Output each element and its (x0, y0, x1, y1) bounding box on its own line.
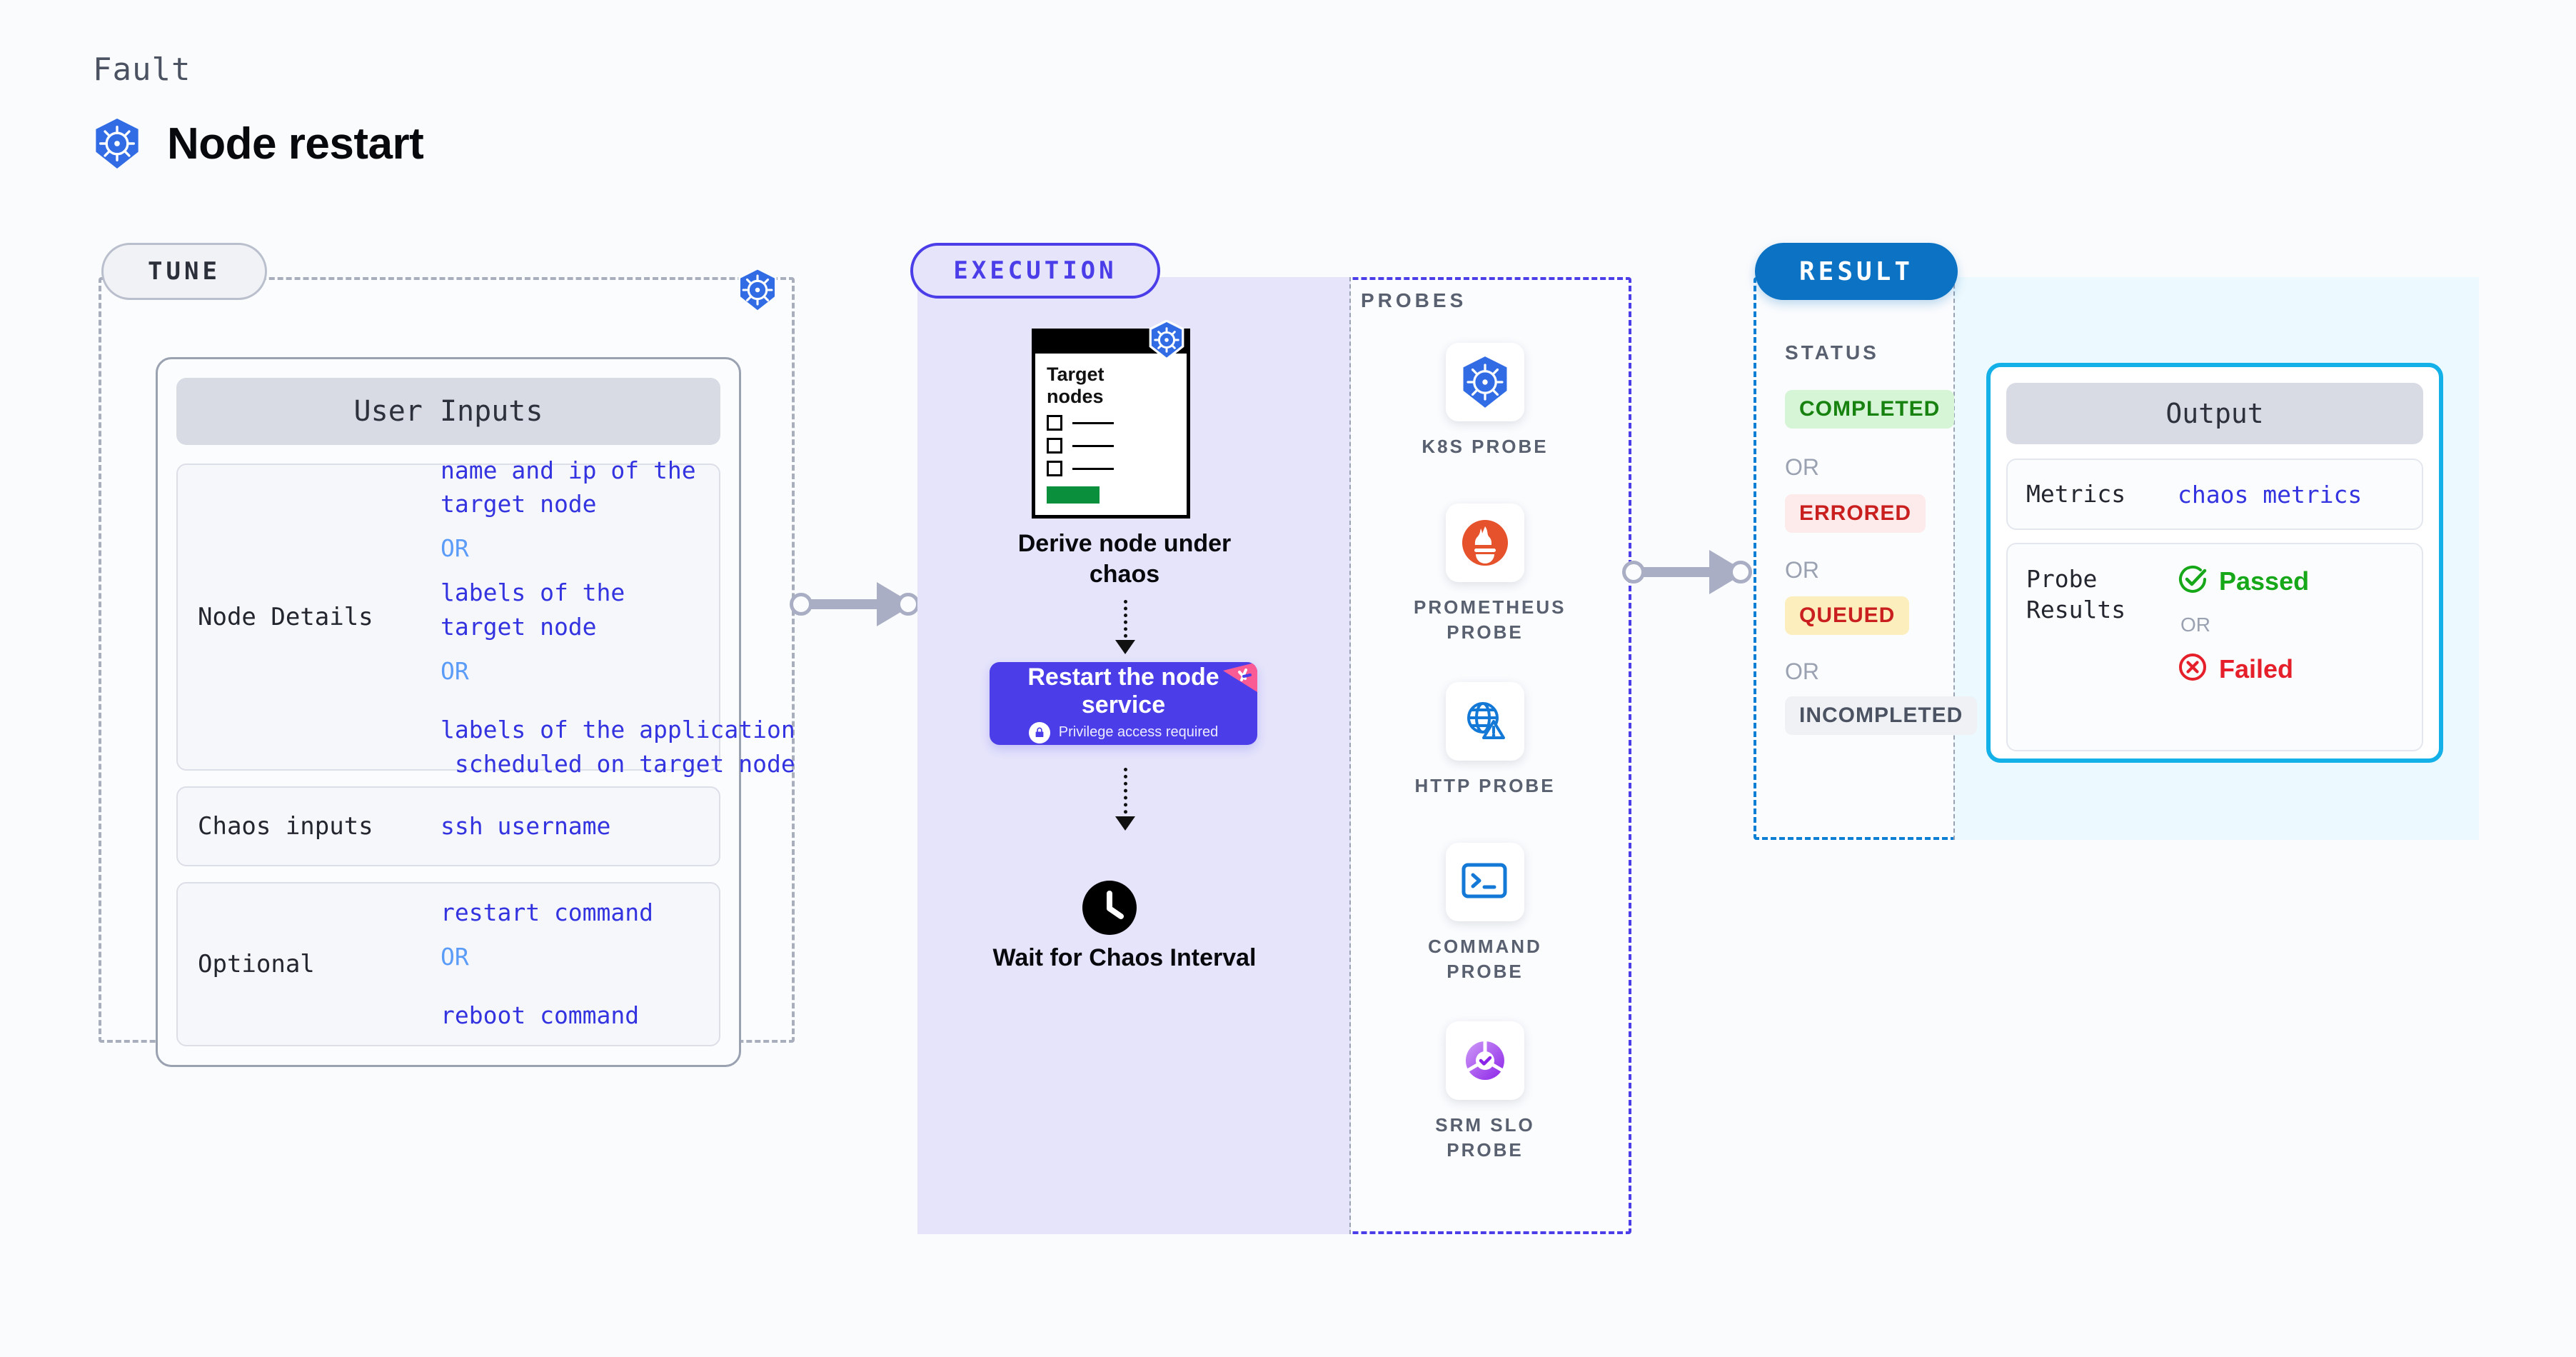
privilege-note-text: Privilege access required (1058, 724, 1219, 741)
globe-alert-icon (1446, 682, 1524, 761)
target-nodes-kubernetes-badge-icon (1148, 319, 1185, 364)
step-caption-restart-service: Restart the node service (1027, 664, 1219, 718)
row-label: Probe Results (2026, 565, 2126, 624)
table-row-node-details: Node Details name and ip of the target n… (176, 456, 795, 778)
row-label: Optional (198, 949, 315, 978)
user-inputs-card: User Inputs Node Details name and ip of … (156, 357, 795, 1067)
page-title-text: Node restart (167, 119, 424, 169)
probes-title: PROBES (1361, 289, 1467, 311)
tune-chip: TUNE (101, 243, 267, 300)
target-nodes-card: Target nodes (1032, 319, 1196, 519)
probe-label: K8S PROBE (1422, 436, 1549, 457)
list-item (1047, 438, 1175, 454)
page-title: Node restart (93, 118, 424, 169)
privilege-note: Privilege access required (1028, 721, 1219, 743)
value-text: name and ip of the target node (441, 456, 696, 519)
probe-label: PROMETHEUS PROBE (1414, 596, 1566, 644)
probe-command[interactable]: COMMAND PROBE (1414, 843, 1556, 984)
failed-label: Failed (2219, 654, 2294, 683)
execution-chip: EXECUTION (910, 243, 1160, 299)
status-badge-incompleted: INCOMPLETED (1785, 696, 1978, 735)
probe-label: COMMAND PROBE (1428, 936, 1542, 983)
or-separator: OR (441, 534, 469, 563)
fault-label: Fault (93, 51, 191, 88)
value-text: labels of the application scheduled on t… (441, 715, 795, 778)
lock-icon (1028, 721, 1050, 743)
output-card: Output Metrics chaos metrics Probe Resul… (1986, 363, 2443, 763)
or-separator: OR (441, 943, 469, 971)
row-label: Metrics (2026, 479, 2126, 508)
step-caption-wait-interval: Wait for Chaos Interval (992, 944, 1257, 971)
or-separator: OR (1785, 454, 1819, 480)
target-nodes-title-line1: Target (1047, 364, 1105, 385)
result-chip: RESULT (1755, 243, 1958, 300)
probe-k8s[interactable]: K8S PROBE (1414, 343, 1556, 459)
chaos-flag-icon (1214, 662, 1257, 705)
x-circle-icon (2178, 652, 2208, 686)
kubernetes-icon (93, 118, 141, 169)
probe-srm-slo[interactable]: SRM SLO PROBE (1414, 1021, 1556, 1163)
probe-label: SRM SLO PROBE (1435, 1114, 1535, 1161)
target-nodes-title-line2: nodes (1047, 386, 1104, 408)
row-label: Node Details (198, 602, 373, 631)
value-text: restart command (441, 898, 654, 927)
value-text: reboot command (441, 1001, 640, 1029)
row-values: ssh username (441, 809, 610, 843)
list-item (1047, 415, 1175, 431)
probe-label: HTTP PROBE (1414, 775, 1556, 796)
or-separator: OR (2180, 614, 2210, 636)
list-item (1047, 461, 1175, 477)
row-label: Chaos inputs (198, 811, 373, 841)
terminal-icon (1446, 843, 1524, 921)
value-text: chaos metrics (2178, 480, 2363, 509)
tune-kubernetes-badge-icon (737, 267, 778, 316)
table-row-chaos-inputs: Chaos inputs ssh username (176, 786, 720, 866)
probe-result-passed: Passed (2178, 564, 2309, 598)
table-row-metrics: Metrics chaos metrics (2006, 459, 2423, 530)
or-separator: OR (441, 656, 469, 685)
flow-arrow (1115, 768, 1135, 831)
status-badge-completed: COMPLETED (1785, 390, 1955, 429)
probe-result-failed: Failed (2178, 652, 2309, 686)
check-circle-icon (2178, 564, 2208, 598)
srm-slo-icon (1446, 1021, 1524, 1100)
connector-execution-to-result (1622, 550, 1762, 594)
connector-tune-to-execution (790, 582, 930, 626)
table-row-optional: Optional restart command OR reboot comma… (176, 882, 720, 1046)
value-text: labels of the target node (441, 579, 625, 641)
step-caption-derive-node: Derive node under chaos (1017, 530, 1232, 588)
output-title: Output (2006, 383, 2423, 444)
kubernetes-icon (1446, 343, 1524, 421)
or-separator: OR (1785, 557, 1819, 583)
status-title: STATUS (1785, 341, 1879, 364)
or-separator: OR (1785, 659, 1819, 684)
prometheus-icon (1446, 504, 1524, 582)
status-badge-errored: ERRORED (1785, 494, 1926, 533)
step-restart-node-service: Restart the node service Privilege acces… (990, 662, 1257, 745)
row-values: name and ip of the target node OR labels… (441, 454, 795, 781)
row-values: restart command OR reboot command (441, 896, 653, 1033)
clock-icon (1081, 879, 1138, 940)
probe-prometheus[interactable]: PROMETHEUS PROBE (1414, 504, 1566, 645)
progress-bar (1047, 486, 1100, 504)
table-row-probe-results: Probe Results Passed OR (2006, 543, 2423, 751)
user-inputs-title: User Inputs (176, 378, 720, 445)
flow-arrow (1115, 600, 1135, 654)
value-text: ssh username (441, 812, 611, 841)
passed-label: Passed (2219, 566, 2310, 596)
status-badge-queued: QUEUED (1785, 596, 1910, 635)
probe-http[interactable]: HTTP PROBE (1414, 682, 1556, 798)
probe-result-values: Passed OR Failed (2178, 564, 2309, 686)
